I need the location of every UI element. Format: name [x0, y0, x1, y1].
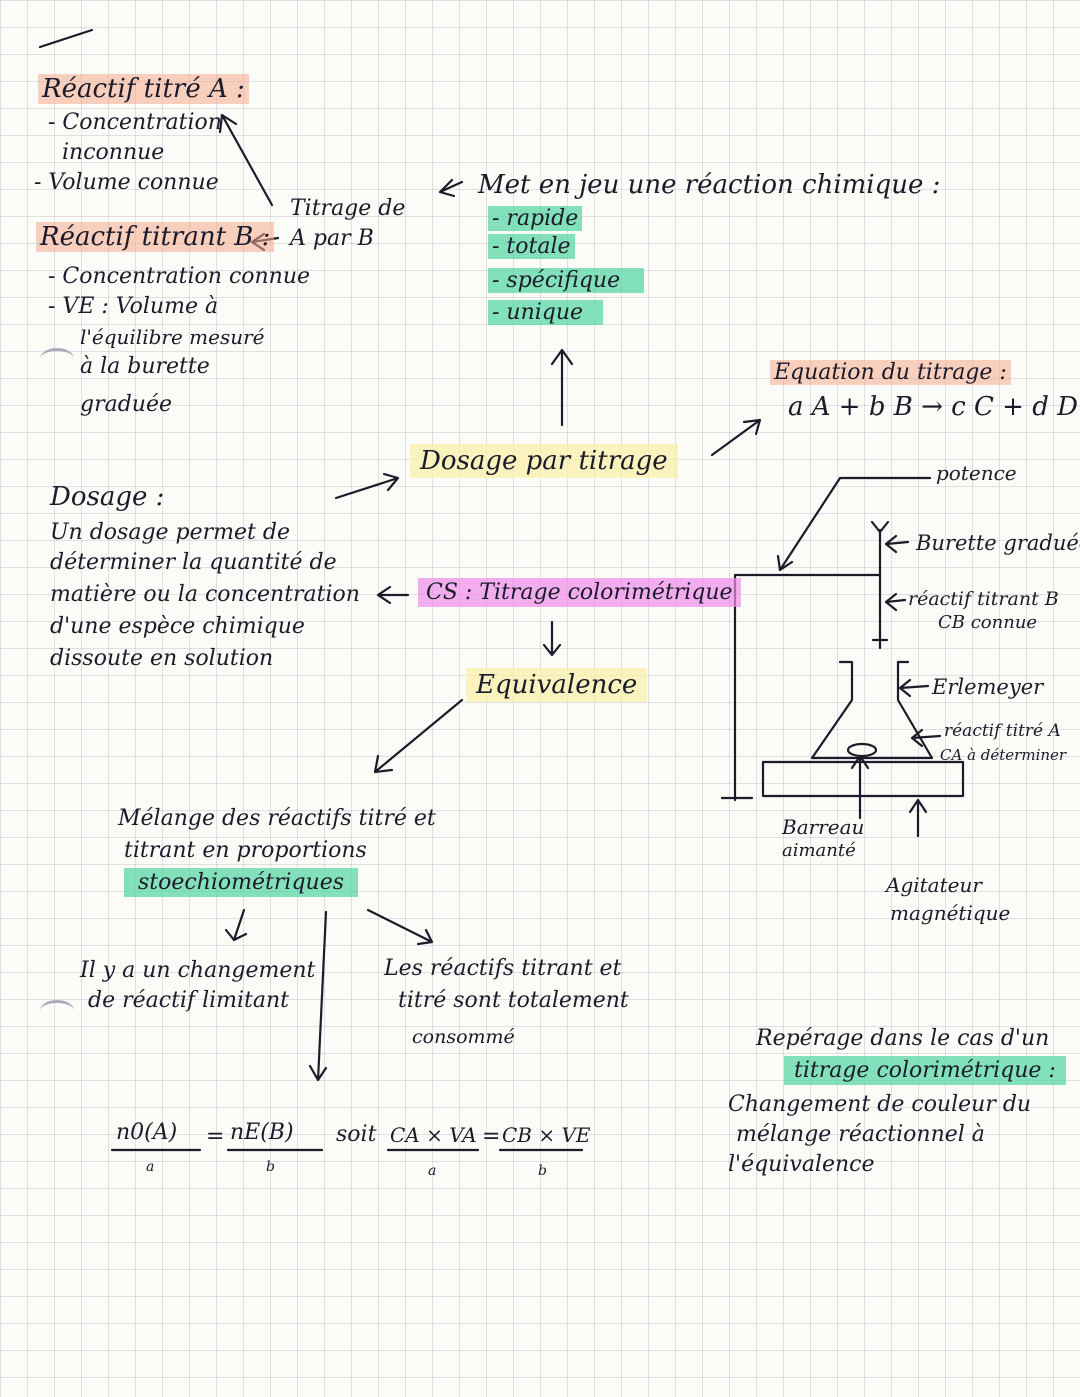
formula-denominator: a: [428, 1163, 437, 1179]
dosage-line: dissoute en solution: [50, 646, 274, 671]
equation-formula: a A + b B → c C + d D: [788, 392, 1078, 422]
titrage-de-label: Titrage de: [290, 196, 406, 221]
titre-a-title: Réactif titré A :: [38, 74, 249, 104]
formula-denominator: b: [538, 1163, 547, 1179]
formula-cava: CA × VA: [390, 1123, 477, 1147]
erlenmeyer-label-pointer: [898, 678, 930, 698]
formula-denominator: a: [146, 1159, 155, 1175]
melange-line: titrant en proportions: [124, 838, 367, 863]
titrant-b-line: - VE : Volume à: [48, 294, 219, 319]
reaction-item: - totale: [488, 234, 575, 260]
formula-cbve: CB × VE: [502, 1123, 591, 1147]
arrow-cs-to-dosage: [376, 585, 410, 605]
reperage-line: Changement de couleur du: [728, 1092, 1032, 1117]
dosage-line: Un dosage permet de: [50, 520, 290, 545]
titre-label-pointer: [910, 728, 942, 748]
erlenmeyer-label: Erlemeyer: [932, 675, 1044, 699]
arrow-cs-to-equivalence: [542, 620, 562, 657]
reactif-titrant-label: réactif titrant B: [908, 588, 1059, 610]
arrow-to-titre: [218, 113, 274, 207]
erlenmeyer-flask: [810, 660, 934, 760]
equivalence-label: Equivalence: [466, 668, 648, 702]
reaction-item: - rapide: [488, 206, 583, 232]
titre-a-line: inconnue: [62, 140, 165, 165]
barreau-label: Barreau: [782, 815, 865, 839]
reaction-item: - unique: [488, 300, 604, 326]
formula-soit: soit: [336, 1122, 377, 1147]
reaction-title: Met en jeu une réaction chimique :: [478, 170, 941, 200]
titrant-b-line: - Concentration connue: [48, 264, 311, 289]
arrow-up-reaction: [550, 348, 574, 427]
titrant-label-pointer: [884, 592, 907, 612]
dosage-line: matière ou la concentration: [50, 582, 360, 607]
agitateur-label: magnétique: [890, 901, 1011, 925]
titrant-b-line: graduée: [80, 392, 173, 417]
titrant-b-line: l'équilibre mesuré: [80, 325, 265, 349]
binder-ring-mark: [40, 1000, 74, 1021]
dosage-title: Dosage :: [50, 482, 165, 512]
stir-bar: [846, 742, 878, 758]
burette-top: [870, 520, 890, 534]
reperage-line: l'équivalence: [728, 1152, 875, 1177]
dosage-par-titrage: Dosage par titrage: [410, 444, 678, 478]
barreau-pointer: [850, 754, 870, 820]
arrow-equivalence-to-melange: [373, 698, 464, 774]
reperage-line: mélange réactionnel à: [736, 1122, 985, 1147]
burette-label-pointer: [884, 534, 910, 554]
agitateur-pointer: [908, 798, 928, 838]
potence-label-pointer: [776, 476, 932, 572]
formula-equals: =: [482, 1124, 501, 1149]
arrow-to-consommes: [366, 908, 434, 946]
reactif-titrant-sub: CB connue: [938, 612, 1038, 633]
changement-line: Il y a un changement: [80, 958, 316, 983]
arrow-to-formula: [308, 910, 328, 1082]
equation-title: Equation du titrage :: [770, 360, 1011, 386]
arrow-to-equation: [710, 418, 762, 457]
reperage-line: Repérage dans le cas d'un: [756, 1026, 1050, 1051]
titrage-de-label: A par B: [290, 226, 374, 251]
melange-highlight: stoechiométriques: [124, 868, 359, 897]
reperage-highlight: titrage colorimétrique :: [784, 1056, 1066, 1085]
consommes-line: consommé: [412, 1026, 515, 1048]
melange-line: Mélange des réactifs titré et: [118, 806, 436, 831]
arrow-to-changement: [224, 908, 248, 942]
titrant-b-line: à la burette: [80, 354, 210, 379]
potence-label: potence: [936, 461, 1017, 485]
formula-n0A: n0(A): [116, 1120, 178, 1145]
formula-nEB: nE(B): [230, 1120, 294, 1145]
binder-ring-mark: [40, 348, 74, 369]
barreau-label: aimanté: [782, 840, 856, 861]
potence-stand: [733, 573, 882, 802]
arrow-to-reaction: [438, 178, 464, 198]
titre-a-line: - Concentration: [48, 110, 222, 135]
formula-denominator: b: [266, 1159, 275, 1175]
reaction-item: - spécifique: [488, 268, 645, 294]
cs-titrage-label: CS : Titrage colorimétrique: [418, 578, 741, 607]
agitateur-label: Agitateur: [886, 873, 982, 897]
consommes-line: Les réactifs titrant et: [384, 956, 622, 981]
reactif-titre-sub: CA à déterminer: [940, 746, 1067, 764]
titre-a-line: - Volume connue: [34, 170, 219, 195]
stray-stroke: [38, 28, 94, 49]
arrow-dosage-to-titrage: [334, 472, 400, 500]
consommes-line: titré sont totalement: [398, 988, 629, 1013]
stirrer-plate: [761, 760, 965, 798]
changement-line: de réactif limitant: [88, 988, 290, 1013]
formula-equals: =: [206, 1124, 225, 1149]
burette-label: Burette graduée: [916, 531, 1080, 555]
dosage-line: déterminer la quantité de: [50, 550, 337, 575]
dosage-line: d'une espèce chimique: [50, 614, 305, 639]
titrant-b-title: Réactif titrant B :: [36, 222, 275, 252]
reactif-titre-label: réactif titré A: [944, 721, 1061, 741]
